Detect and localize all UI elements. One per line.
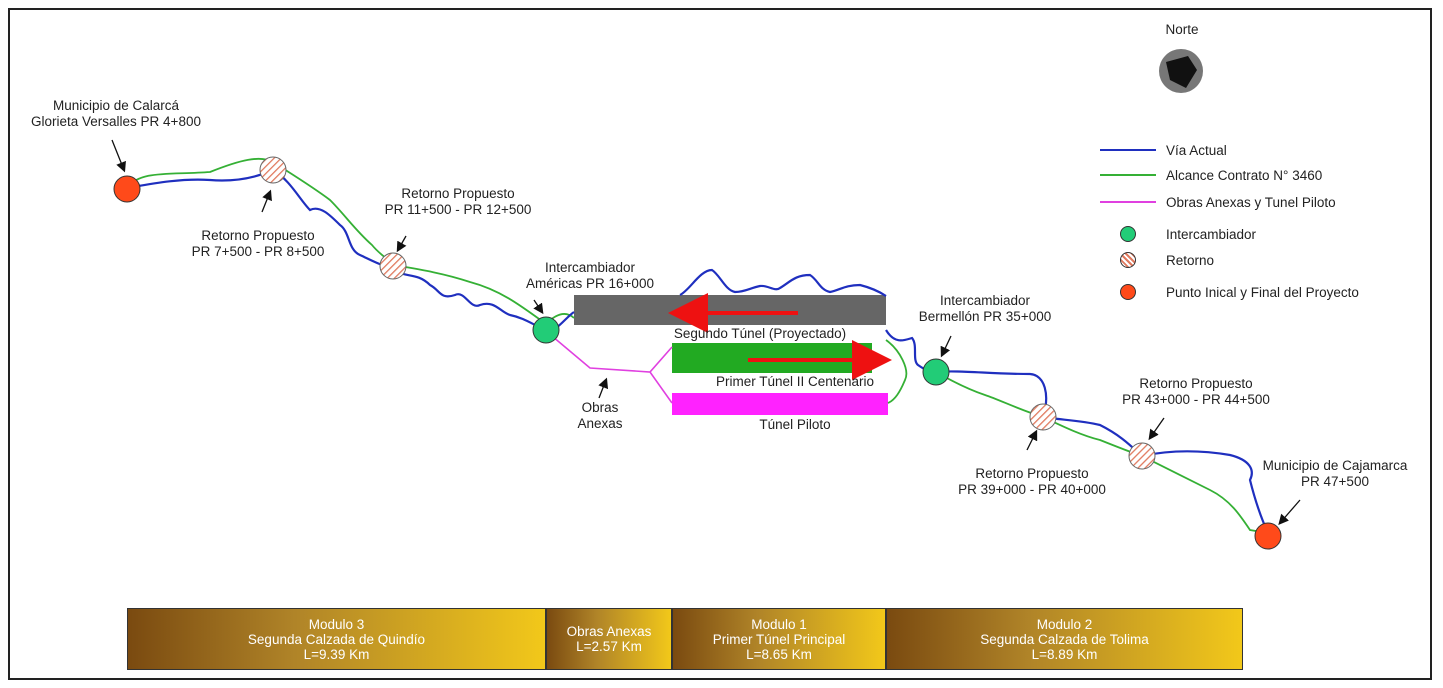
module-3: Modulo 3 Segunda Calzada de Quindío L=9.… (127, 608, 546, 670)
punto-final-cajamarca (1254, 522, 1282, 550)
intercambiador-swatch-icon (1120, 226, 1136, 242)
retorno-2-marker (379, 252, 407, 280)
punto-swatch-icon (1120, 284, 1136, 300)
obras-swatch-icon (1100, 201, 1156, 203)
retorno-1-marker (259, 156, 287, 184)
via-actual-swatch-icon (1100, 149, 1156, 151)
legend-item-punto: Punto Inical y Final del Proyecto (1100, 282, 1359, 302)
tunel-piloto-bar (672, 393, 888, 415)
label-tunel-piloto: Túnel Piloto (759, 417, 831, 432)
label-retorno-2: Retorno Propuesto PR 11+500 - PR 12+500 (384, 186, 532, 217)
module-2: Modulo 2 Segunda Calzada de Tolima L=8.8… (886, 608, 1243, 670)
punto-inicial-calarca (113, 175, 141, 203)
legend: Vía Actual Alcance Contrato N° 3460 Obra… (1100, 140, 1420, 310)
retorno-4-marker (1128, 442, 1156, 470)
legend-item-via-actual: Vía Actual (1100, 140, 1227, 160)
diagram-frame (8, 8, 1432, 680)
label-cajamarca: Municipio de Cajamarca PR 47+500 (1262, 458, 1408, 489)
legend-item-obras: Obras Anexas y Tunel Piloto (1100, 192, 1336, 212)
segundo-tunel-bar (574, 295, 886, 325)
legend-item-alcance: Alcance Contrato N° 3460 (1100, 165, 1322, 185)
module-bar: Modulo 3 Segunda Calzada de Quindío L=9.… (127, 608, 1243, 670)
retorno-3-marker (1029, 403, 1057, 431)
intercambiador-americas-marker (532, 316, 560, 344)
retorno-swatch-icon (1120, 252, 1136, 268)
module-1: Modulo 1 Primer Túnel Principal L=8.65 K… (672, 608, 886, 670)
label-retorno-4: Retorno Propuesto PR 43+000 - PR 44+500 (1122, 376, 1270, 407)
north-label: Norte (1165, 22, 1199, 37)
label-retorno-1: Retorno Propuesto PR 7+500 - PR 8+500 (191, 228, 325, 259)
label-intercambiador-bermellon: Intercambiador Bermellón PR 35+000 (918, 293, 1052, 324)
label-calarca: Municipio de Calarcá Glorieta Versalles … (31, 98, 201, 129)
obras-anexas-line (545, 330, 673, 404)
label-segundo-tunel: Segundo Túnel (Proyectado) (673, 326, 847, 341)
legend-item-retorno: Retorno (1100, 250, 1214, 270)
alcance-line (126, 157, 1269, 534)
alcance-swatch-icon (1100, 174, 1156, 176)
module-obras-anexas: Obras Anexas L=2.57 Km (546, 608, 672, 670)
legend-item-intercambiador: Intercambiador (1100, 224, 1256, 244)
intercambiador-bermellon-marker (922, 358, 950, 386)
label-primer-tunel: Primer Túnel II Centenario (715, 374, 875, 389)
label-intercambiador-americas: Intercambiador Américas PR 16+000 (526, 260, 654, 291)
label-retorno-3: Retorno Propuesto PR 39+000 - PR 40+000 (958, 466, 1106, 497)
label-obras-anexas: Obras Anexas (577, 400, 623, 431)
